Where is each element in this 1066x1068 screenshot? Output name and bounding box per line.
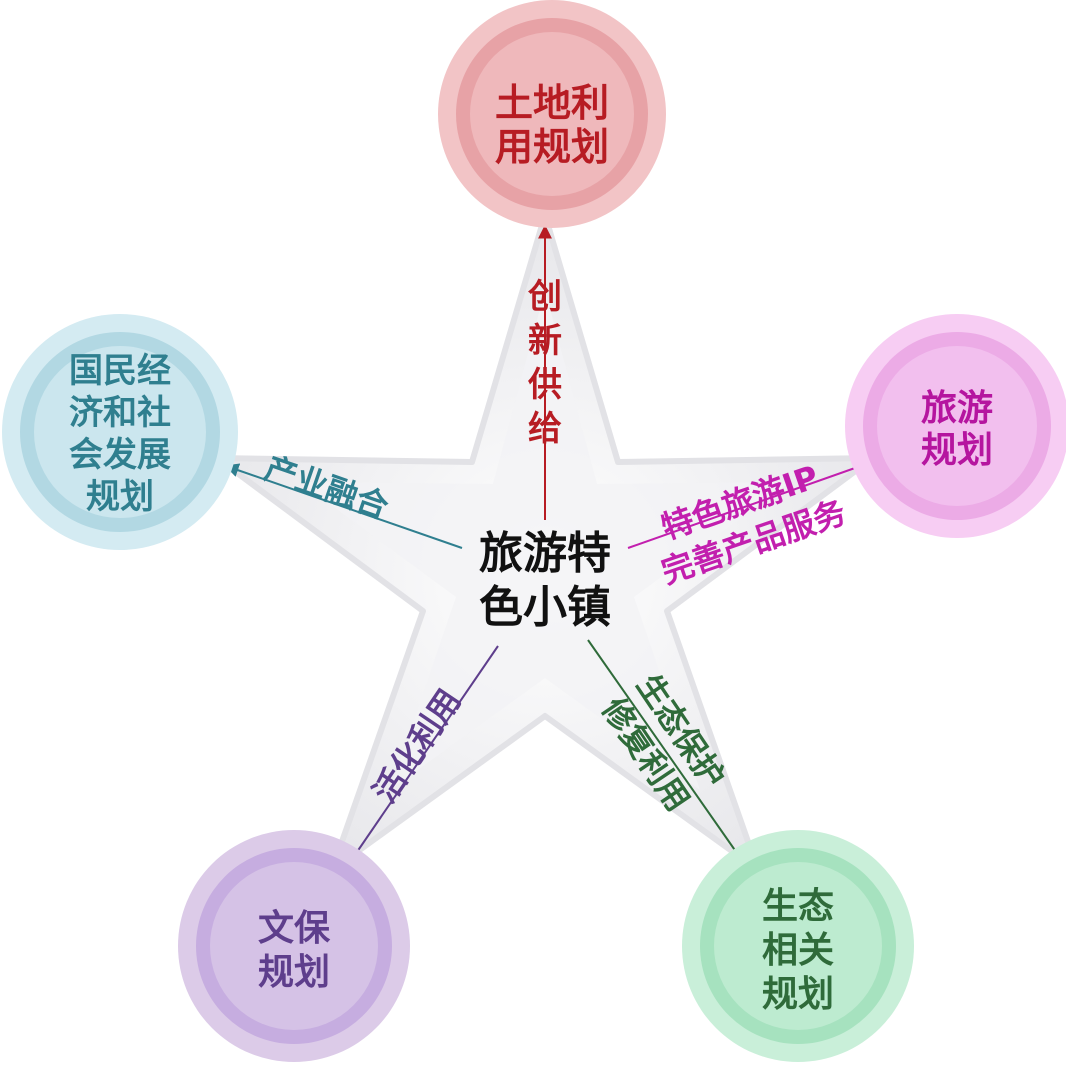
node-label-line: 济和社 (69, 393, 171, 433)
arrow-line-right (627, 459, 874, 549)
node-label-line: 文保 (258, 908, 331, 949)
background-star-inner (300, 290, 790, 790)
center-label-line: 旅游特 (479, 528, 611, 579)
arrow-label-innovation-supply: 创 新 供 给 (527, 277, 562, 449)
arrow-line-left (224, 463, 463, 549)
node-label-line: 土地利 (495, 81, 609, 125)
node-land-use-planning: 土地利 用规划 (438, 0, 666, 228)
node-label-line: 生态 (762, 886, 834, 927)
arrow-label-char: 新 (528, 321, 562, 361)
node-label-line: 规划 (762, 974, 834, 1015)
center-label-line: 色小镇 (479, 582, 611, 633)
arrow-line-bottom-right (587, 639, 747, 868)
node-economic-social-planning: 国民经 济和社 会发展 规划 (2, 314, 238, 550)
arrow-label-char: 创 (527, 277, 562, 317)
node-label-line: 规划 (86, 477, 154, 517)
node-label-line: 用规划 (495, 125, 609, 169)
node-label-line: 相关 (762, 930, 834, 971)
node-label-line: 规划 (258, 952, 330, 993)
arrow-label-char: 给 (528, 409, 562, 449)
node-heritage-planning: 文保 规划 (178, 830, 410, 1062)
arrow-line-bottom-left (345, 645, 499, 870)
node-label-line: 国民经 (69, 351, 171, 391)
node-label-line: 会发展 (69, 435, 171, 475)
center-label: 旅游特 色小镇 (479, 528, 611, 633)
node-label-line: 规划 (921, 430, 993, 471)
node-label-line: 旅游 (921, 388, 993, 429)
node-ecology-planning: 生态 相关 规划 (682, 830, 914, 1062)
arrow-label-char: 供 (527, 365, 562, 405)
node-tourism-planning: 旅游 规划 (845, 314, 1066, 538)
